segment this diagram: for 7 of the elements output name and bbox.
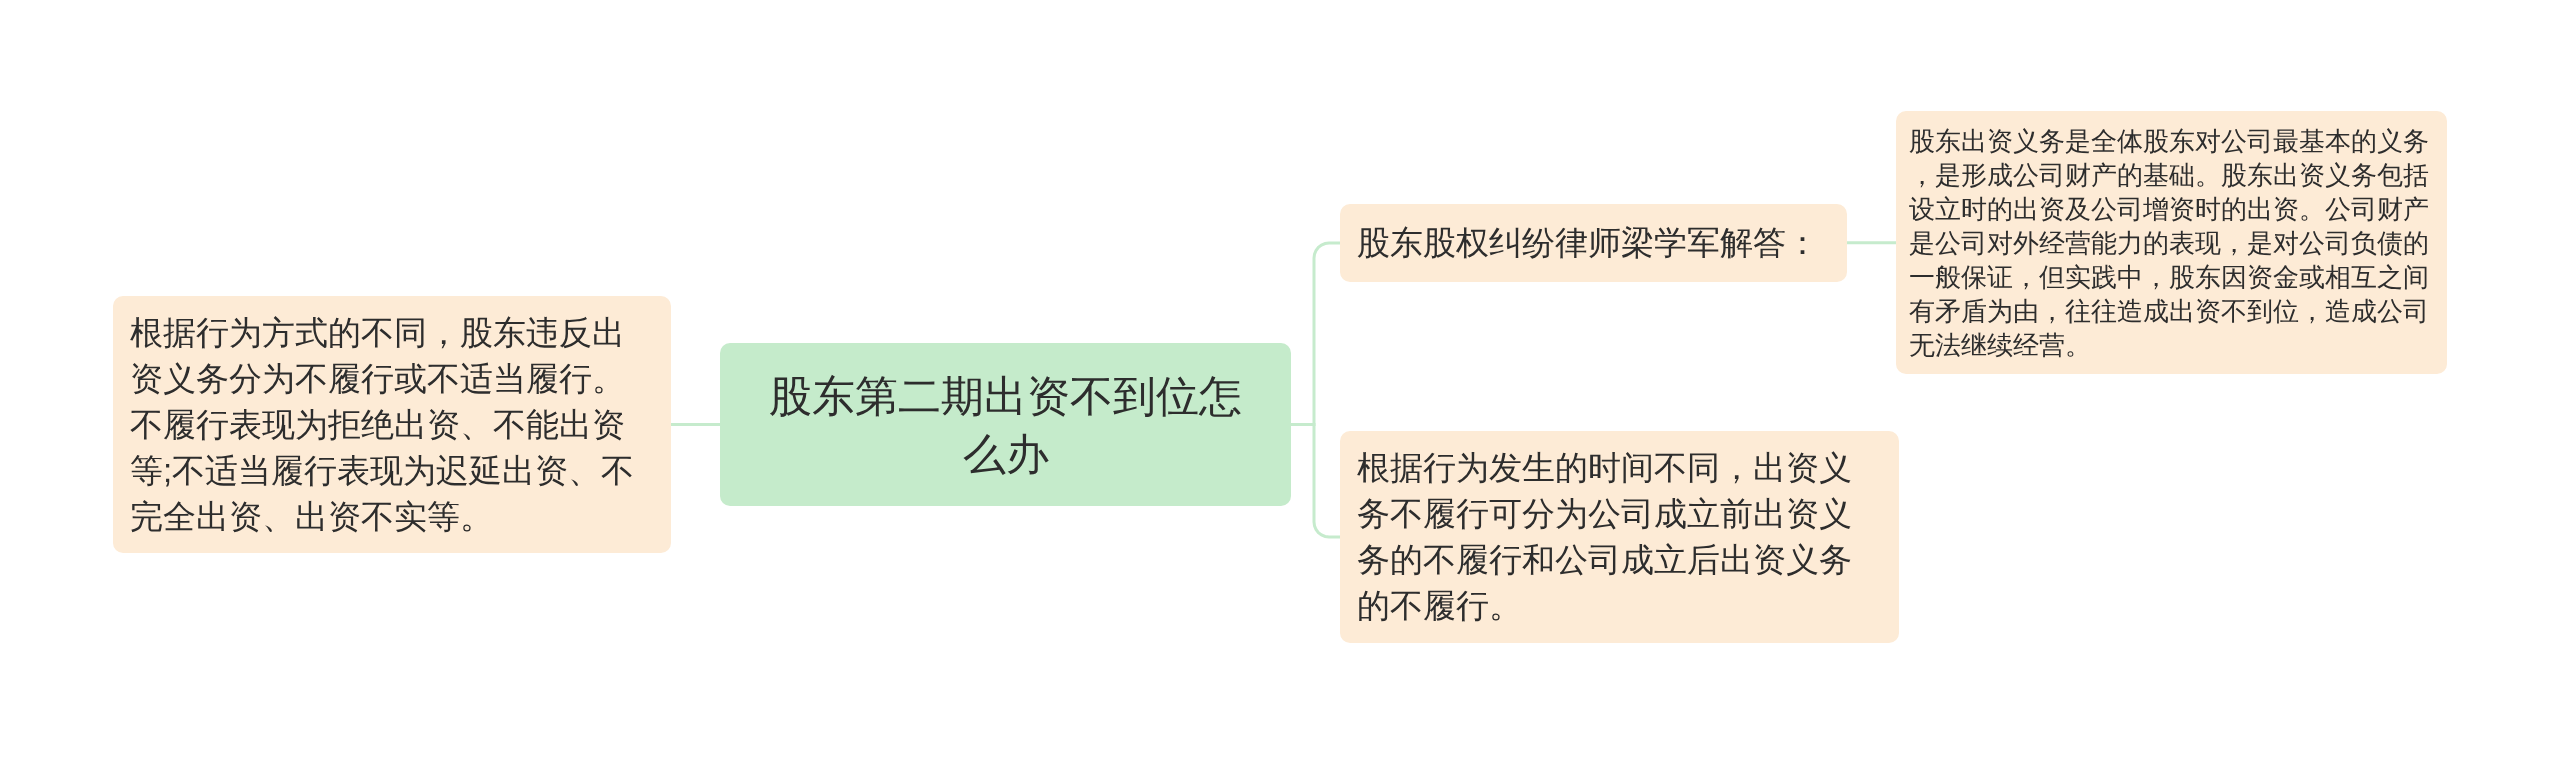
- connector-line: [671, 423, 720, 426]
- subtopic: 根据行为发生的时间不同，出资义务不履行可分为公司成立前出资义务的不履行和公司成立后出资义务的不履行。: [1340, 431, 1899, 643]
- subtopic: 股东股权纠纷律师梁学军解答：: [1340, 204, 1847, 282]
- subtopic: 股东出资义务是全体股东对公司最基本的义务，是形成公司财产的基础。股东出资义务包括设立时的出资及公司增资时的出资。公司财产是公司对外经营能力的表现，是对公司负债的一般保证，但实践中，股东因资金或相互之间有矛盾为由，往往造成出资不到位，造成公司无法继续经营。: [1896, 111, 2447, 374]
- subtopic: 根据行为方式的不同，股东违反出资义务分为不履行或不适当履行。不履行表现为拒绝出资、不能出资等;不适当履行表现为迟延出资、不完全出资、出资不实等。: [113, 296, 671, 553]
- central-topic: 股东第二期出资不到位怎么办: [720, 343, 1291, 506]
- connector-line: [1847, 241, 1896, 245]
